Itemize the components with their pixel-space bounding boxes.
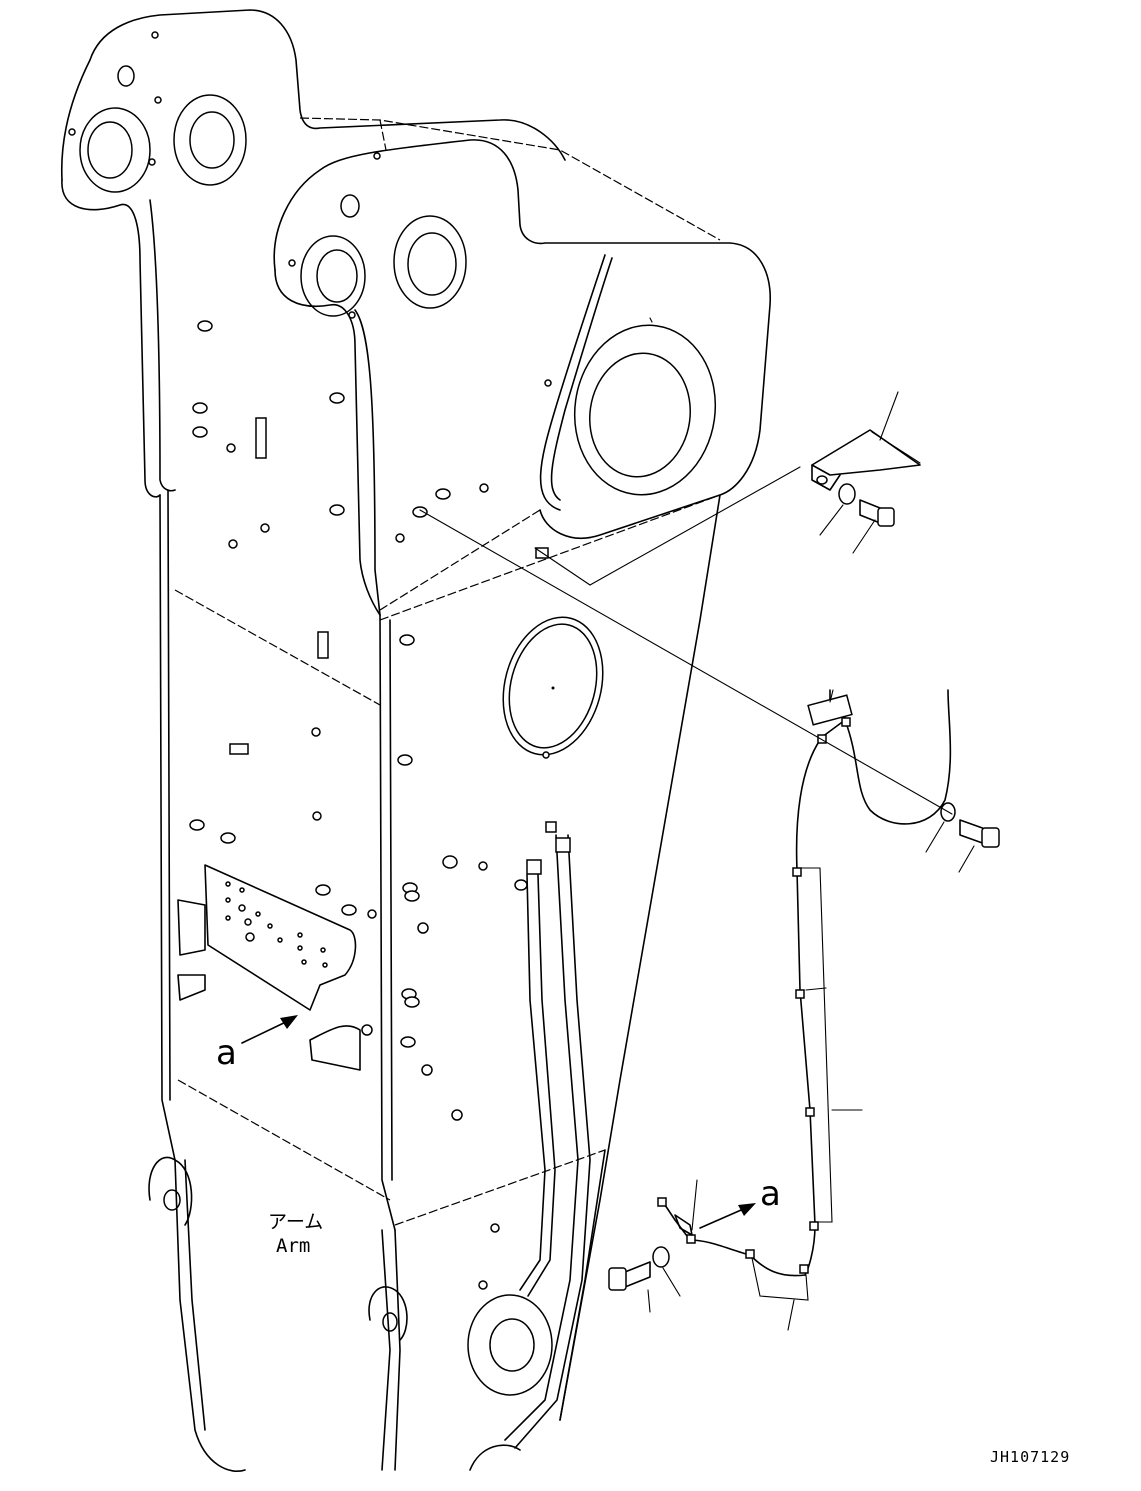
bolt-mid: [959, 819, 1000, 848]
callout-arrow-left: [241, 1015, 298, 1044]
front-bolt: [288, 259, 296, 267]
rear-bolt: [68, 128, 76, 136]
harness-bracket-plate: [177, 864, 361, 1071]
rear-pin-boss-right: [173, 94, 247, 186]
rear-pin-boss-left: [79, 107, 151, 193]
callout-label-a-right: a: [760, 1174, 781, 1214]
front-pin-boss-right: [393, 215, 467, 309]
front-bolt: [373, 152, 381, 160]
washer-bottom: [652, 1246, 670, 1268]
arm-rear-plate: [60, 9, 721, 1161]
rear-bolt: [154, 96, 162, 104]
front-bolt: [348, 311, 356, 319]
washer-mid: [940, 802, 956, 822]
arm-hose-lines: [504, 821, 591, 1449]
clamp-bracket-top: [811, 429, 921, 491]
arm-body-lines: [174, 494, 721, 1472]
clip-group-bracket-lower: [751, 1257, 809, 1301]
bolt-top: [859, 499, 895, 527]
arm-label-english: Arm: [276, 1235, 310, 1257]
rear-bolt: [151, 31, 159, 39]
access-cover: [502, 616, 604, 756]
arm-label-japanese: アーム: [268, 1211, 323, 1233]
callout-label-a-left: a: [216, 1033, 237, 1073]
rear-small-hole: [117, 65, 135, 87]
plate-brackets: [229, 417, 549, 755]
drawing-code: JH107129: [990, 1448, 1070, 1466]
harness-cable: [657, 689, 952, 1277]
arm-front-plate: [273, 139, 771, 621]
callout-arrow-right: [699, 1203, 756, 1229]
cylinder-boss: [573, 317, 717, 496]
front-pin-boss-left: [300, 235, 366, 317]
lower-side-bosses: [148, 1156, 553, 1471]
washer-top: [838, 483, 856, 505]
mounting-studs: [189, 320, 552, 1290]
rear-bolt: [148, 158, 156, 166]
bolt-bottom: [608, 1261, 651, 1291]
clip-group-bracket: [799, 867, 833, 1223]
leader-lines: [419, 391, 975, 1331]
front-small-hole: [340, 194, 360, 218]
